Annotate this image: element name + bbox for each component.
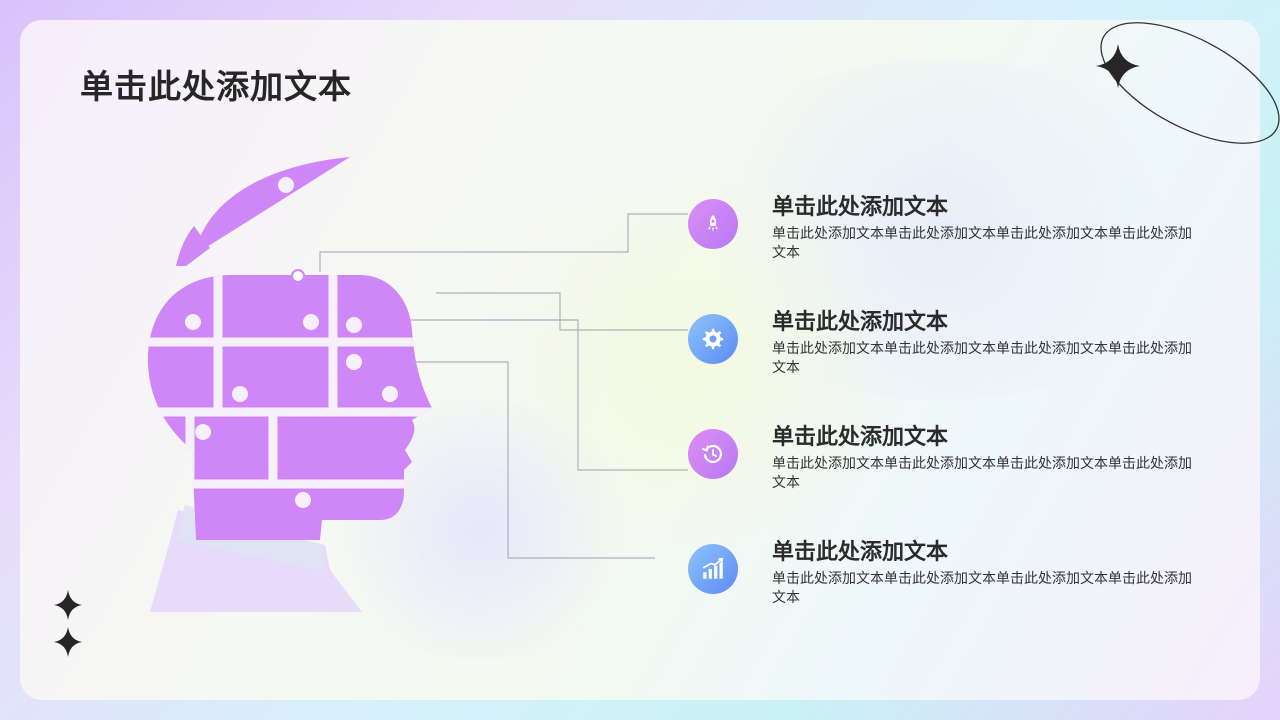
rocket-icon <box>688 199 738 249</box>
connector-lines <box>319 213 688 559</box>
list-item: 单击此处添加文本 单击此处添加文本单击此处添加文本单击此处添加文本单击此处添加文… <box>688 419 1208 509</box>
item-description: 单击此处添加文本单击此处添加文本单击此处添加文本单击此处添加文本 <box>772 226 1192 261</box>
item-title: 单击此处添加文本 <box>772 540 949 565</box>
item-description: 单击此处添加文本单击此处添加文本单击此处添加文本单击此处添加文本 <box>772 456 1192 491</box>
item-title: 单击此处添加文本 <box>772 310 949 335</box>
item-description: 单击此处添加文本单击此处添加文本单击此处添加文本单击此处添加文本 <box>772 571 1192 606</box>
gear-icon <box>688 314 738 364</box>
head-puzzle-silhouette <box>148 157 432 540</box>
list-item: 单击此处添加文本 单击此处添加文本单击此处添加文本单击此处添加文本单击此处添加文… <box>688 534 1208 624</box>
growth-chart-icon <box>688 544 738 594</box>
sparkle-icon <box>54 590 82 657</box>
list-item: 单击此处添加文本 单击此处添加文本单击此处添加文本单击此处添加文本单击此处添加文… <box>688 304 1208 394</box>
item-title: 单击此处添加文本 <box>772 425 949 450</box>
orbit-decoration <box>1096 22 1280 144</box>
history-clock-icon <box>688 429 738 479</box>
item-title: 单击此处添加文本 <box>772 195 949 220</box>
item-description: 单击此处添加文本单击此处添加文本单击此处添加文本单击此处添加文本 <box>772 341 1192 376</box>
list-item: 单击此处添加文本 单击此处添加文本单击此处添加文本单击此处添加文本单击此处添加文… <box>688 189 1208 279</box>
page-title: 单击此处添加文本 <box>80 67 352 106</box>
